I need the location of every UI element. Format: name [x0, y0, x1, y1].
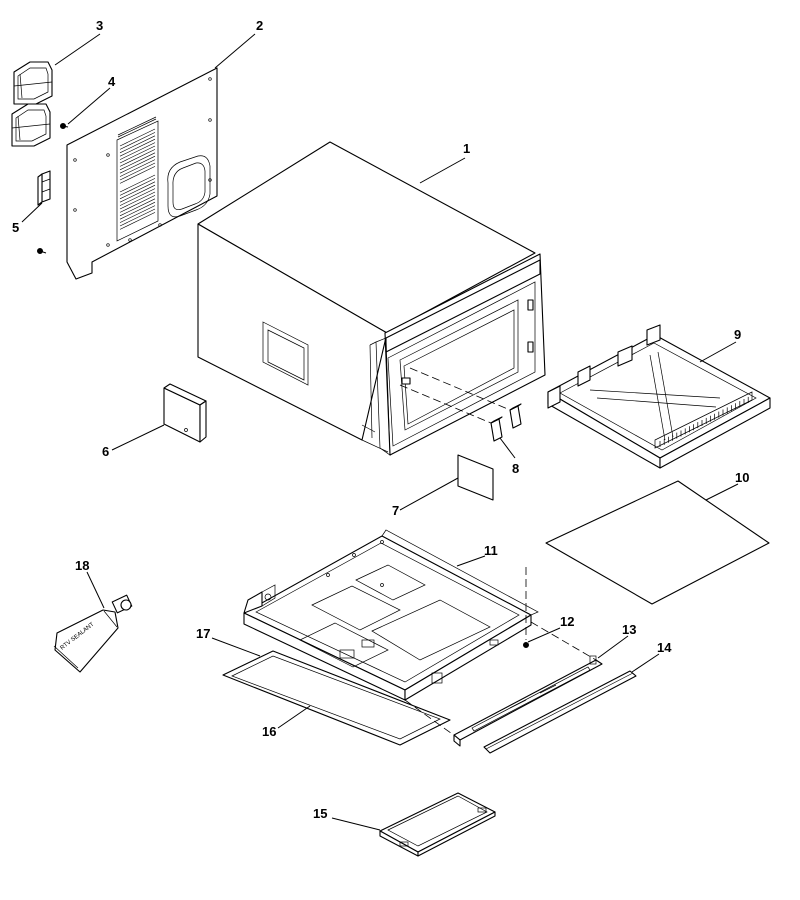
screw-12: [523, 567, 529, 648]
callout-18: 18: [75, 558, 89, 573]
back-panel: [66, 67, 218, 280]
spacer-block-lower: [490, 416, 503, 442]
callout-12: 12: [560, 614, 574, 629]
gasket: [222, 650, 451, 746]
callout-16: 16: [262, 724, 276, 739]
callout-11: 11: [484, 543, 498, 558]
vent-slat: [119, 142, 156, 160]
vent-slat: [119, 155, 156, 174]
vent-slat: [119, 135, 156, 154]
vent-slat: [119, 132, 156, 150]
drip-tray: [379, 792, 496, 857]
trim-strip: [483, 670, 637, 754]
vent-slat: [119, 162, 156, 181]
back-panel-vent-grille: [119, 128, 156, 230]
callout-labels: 1 2 3 4 5 6 7 8 9 10 11 12 13 14 15 16 1…: [12, 18, 749, 821]
spacer-guide-lines: [399, 367, 511, 424]
callout-5: 5: [12, 220, 19, 235]
vent-slat: [119, 149, 156, 167]
vent-slat: [119, 191, 156, 210]
callout-15: 15: [313, 806, 327, 821]
callout-10: 10: [735, 470, 749, 485]
callout-2: 2: [256, 18, 263, 33]
vent-slat: [119, 181, 156, 200]
vent-slat: [119, 208, 156, 227]
front-rail: [453, 655, 603, 747]
wire-cover-bracket-lower: [11, 103, 51, 147]
vent-slat: [119, 128, 156, 147]
vent-slat: [119, 174, 156, 193]
vent-slat: [119, 212, 156, 230]
callout-6: 6: [102, 444, 109, 459]
callout-9: 9: [734, 327, 741, 342]
label-sheet: [457, 454, 494, 501]
vent-slat: [119, 205, 156, 223]
base-plate-frame: [243, 529, 539, 701]
leader-lines: [21, 33, 739, 831]
vent-slat: [119, 184, 156, 203]
callout-17: 17: [196, 626, 210, 641]
callout-7: 7: [392, 503, 399, 518]
screw-lower: [37, 248, 47, 254]
wire-cover-bracket-upper: [13, 61, 53, 105]
rtv-sealant-tube: RTV SEALANT: [53, 594, 133, 673]
vent-slat: [119, 159, 156, 177]
vent-slat: [119, 152, 156, 171]
screw-4: [60, 123, 69, 129]
callout-4: 4: [108, 74, 116, 89]
vent-slat: [119, 201, 156, 220]
glass-tray-frame: [547, 324, 771, 469]
vent-slat: [119, 166, 156, 184]
vent-slat: [119, 198, 156, 217]
callout-14: 14: [657, 640, 672, 655]
vent-slat: [119, 188, 156, 206]
callout-13: 13: [622, 622, 636, 637]
vent-slat: [119, 145, 156, 164]
spacer-block-upper: [509, 403, 522, 429]
callout-1: 1: [463, 141, 470, 156]
clip: [37, 170, 51, 206]
access-cover: [163, 383, 207, 443]
vent-slat: [119, 195, 156, 213]
ceramic-plate: [545, 480, 770, 605]
oven-cavity: [197, 141, 546, 456]
rail-guide-lines: [404, 621, 597, 737]
vent-slat: [119, 178, 156, 196]
callout-3: 3: [96, 18, 103, 33]
callout-8: 8: [512, 461, 519, 476]
vent-slat: [119, 138, 156, 157]
